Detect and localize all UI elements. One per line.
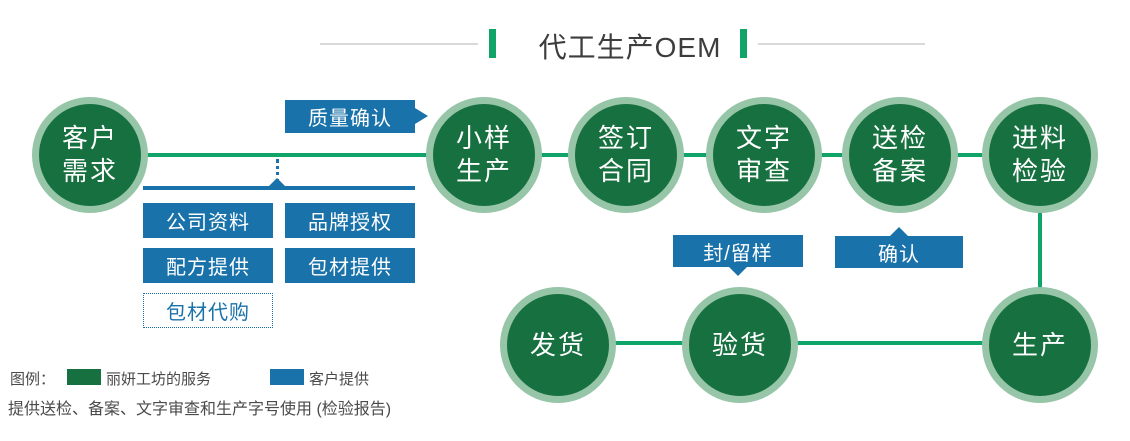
node-goods-inspection: 验货 xyxy=(682,287,798,403)
node-sample-production: 小样生产 xyxy=(426,97,542,213)
node-label: 检验 xyxy=(1011,156,1068,186)
title-rule-left xyxy=(320,43,478,45)
node-label: 审查 xyxy=(735,156,792,186)
node-customer-needs: 客户需求 xyxy=(32,97,148,213)
customer-items-bracket xyxy=(143,186,415,190)
node-label: 生产 xyxy=(1011,329,1068,360)
box-brand-authorization: 品牌授权 xyxy=(285,203,415,238)
title-accent-bar-left xyxy=(489,29,496,58)
node-label: 客户 xyxy=(61,123,118,153)
flow-line-bottom-row xyxy=(558,341,1040,345)
legend-note: 提供送检、备案、文字审查和生产字号使用 (检验报告) xyxy=(8,401,392,418)
node-label: 进料 xyxy=(1011,123,1068,153)
node-label: 验货 xyxy=(711,329,768,360)
title-rule-right xyxy=(758,43,925,45)
dotted-connector xyxy=(276,159,279,183)
node-sign-contract: 签订合同 xyxy=(568,97,684,213)
box-company-info: 公司资料 xyxy=(143,203,273,238)
node-label: 需求 xyxy=(61,156,118,186)
node-inspection-filing: 送检备案 xyxy=(842,97,958,213)
node-label: 小样 xyxy=(455,123,512,153)
node-label: 生产 xyxy=(455,156,512,186)
box-packaging-supply: 包材提供 xyxy=(285,248,415,283)
page-title: 代工生产OEM xyxy=(538,32,722,63)
legend-swatch-service xyxy=(67,369,101,385)
title-accent-bar-right xyxy=(740,29,747,58)
box-packaging-purchase: 包材代购 xyxy=(143,293,273,328)
node-production: 生产 xyxy=(982,287,1098,403)
bracket-arrow-up-icon xyxy=(268,178,286,187)
node-label: 签订 xyxy=(597,123,654,153)
flow-line-top-row xyxy=(90,153,1040,157)
legend-customer-label: 客户提供 xyxy=(309,371,370,388)
flow-line-vertical xyxy=(1038,155,1042,345)
node-shipping: 发货 xyxy=(500,287,616,403)
node-label: 送检 xyxy=(871,123,928,153)
node-incoming-inspection: 进料检验 xyxy=(982,97,1098,213)
legend-label: 图例： xyxy=(10,371,56,388)
quality-confirm-arrow-right-icon xyxy=(415,108,428,124)
legend-swatch-customer xyxy=(270,369,304,385)
node-label: 发货 xyxy=(529,329,586,360)
node-label: 文字 xyxy=(735,123,792,153)
box-formula-supply: 配方提供 xyxy=(143,248,273,283)
node-label: 备案 xyxy=(871,156,928,186)
confirm-arrow-up-icon xyxy=(890,227,908,236)
node-text-review: 文字审查 xyxy=(706,97,822,213)
node-label: 合同 xyxy=(597,156,654,186)
callout-seal-sample: 封/留样 xyxy=(673,235,803,267)
callout-quality-confirm: 质量确认 xyxy=(285,100,415,133)
legend-service-label: 丽妍工坊的服务 xyxy=(106,371,212,388)
callout-confirm: 确认 xyxy=(835,236,963,268)
seal-sample-arrow-down-icon xyxy=(729,267,747,276)
